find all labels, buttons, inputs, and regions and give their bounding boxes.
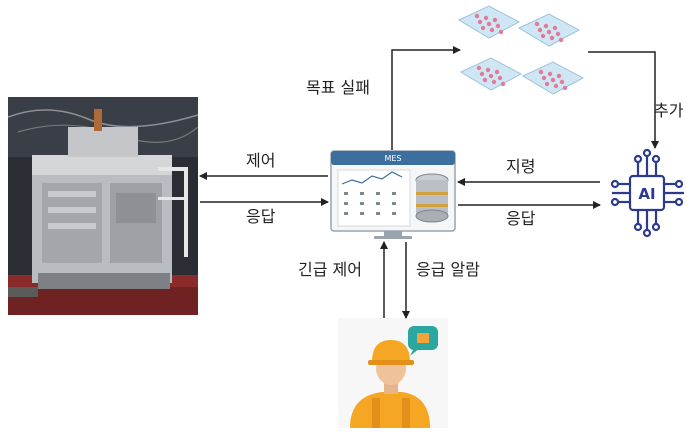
wafer-tile [517, 13, 581, 47]
ai-text: AI [638, 185, 655, 203]
chat-bubble-icon [408, 326, 438, 356]
ai-chip-icon: AI [610, 148, 684, 238]
wafer-grid-icon [457, 5, 585, 95]
label-target-fail: 목표 실패 [306, 78, 370, 97]
mes-monitor-icon: MES [330, 150, 456, 239]
label-response-left: 응답 [246, 207, 276, 226]
wafer-tile [457, 5, 521, 39]
label-add: 추가 [654, 101, 684, 120]
label-response-right: 응답 [506, 209, 536, 228]
worker-icon [338, 318, 448, 428]
mes-title: MES [384, 154, 401, 163]
arrow-add [588, 51, 659, 149]
label-emergency-control: 긴급 제어 [298, 260, 362, 279]
label-response-alarm: 응급 알람 [416, 260, 480, 279]
wafer-tile [521, 61, 585, 95]
label-command: 지령 [506, 157, 536, 176]
arrow-target-fail [391, 46, 461, 150]
wafer-tile [459, 57, 523, 91]
machine-photo [8, 97, 198, 315]
database-icon [415, 173, 449, 223]
label-control: 제어 [246, 151, 276, 170]
